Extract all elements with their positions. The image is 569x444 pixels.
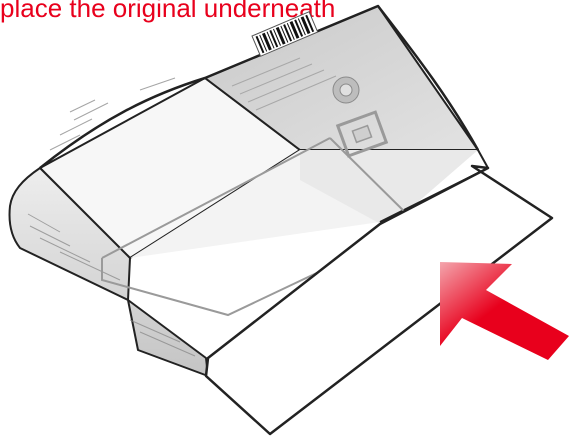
insert-arrow-icon xyxy=(440,262,569,360)
seal-icon xyxy=(333,77,359,103)
